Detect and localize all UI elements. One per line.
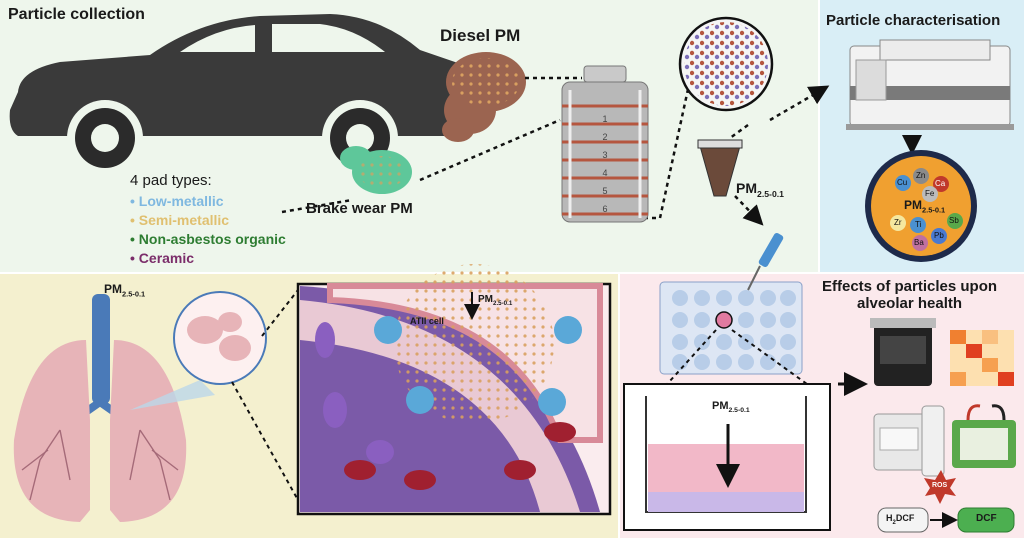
insert-pm-label: PM2.5-0.1	[712, 400, 750, 415]
analyzer-instrument-icon	[846, 39, 1014, 130]
plate-reader-icon	[873, 405, 945, 477]
element-composition-icon	[865, 150, 977, 262]
dcf-node	[957, 507, 1015, 533]
pipette-icon	[747, 233, 784, 291]
impactor-stage-numbers: 1 2 3 4 5 6	[602, 114, 608, 214]
atii-cell-label: ATII cell	[410, 316, 444, 326]
pad-type-list: • Low-metallic • Semi-metallic • Non-asb…	[130, 192, 286, 268]
pad-type-low-metallic: • Low-metallic	[130, 193, 224, 209]
dcf-label: DCF	[976, 513, 997, 524]
h2dcf-label: H2DCF	[886, 513, 915, 526]
lung-pm-label: PM2.5-0.1	[104, 282, 146, 299]
collection-title: Particle collection	[8, 6, 145, 23]
characterisation-title: Particle characterisation	[826, 12, 1001, 29]
particle-magnifier-icon	[678, 16, 774, 112]
alveoli-magnifier-icon	[130, 291, 267, 410]
alveolus-section-icon	[296, 264, 612, 516]
effects-title: Effects of particles upon alveolar healt…	[822, 278, 998, 312]
tube-pm-label: PM2.5-0.1	[736, 180, 784, 199]
brake-label: Brake wear PM	[306, 200, 413, 217]
well-plate-icon	[659, 281, 803, 375]
car-icon	[9, 14, 471, 176]
pad-type-ceramic: • Ceramic	[130, 250, 195, 266]
pad-type-semi-metallic: • Semi-metallic	[130, 212, 230, 228]
diesel-cloud-icon	[442, 52, 526, 142]
alveolus-pm-label: PM2.5-0.1	[478, 294, 513, 307]
gel-electrophoresis-icon	[952, 404, 1016, 468]
transwell-insert-icon	[623, 383, 831, 531]
cascade-impactor-icon	[561, 65, 649, 223]
heatmap-icon	[950, 330, 1014, 386]
characterisation-pm-label: PM2.5-0.1	[904, 198, 946, 215]
pad-types-heading: 4 pad types:	[130, 172, 212, 189]
lungs-icon	[13, 294, 187, 522]
pad-type-non-asbestos: • Non-asbestos organic	[130, 231, 286, 247]
diesel-label: Diesel PM	[440, 26, 521, 45]
ros-label: ROS	[932, 482, 948, 489]
h2dcf-node	[877, 507, 929, 533]
sample-tube-icon	[697, 139, 743, 197]
ros-burst-icon	[924, 470, 956, 504]
brake-cloud-icon	[340, 146, 412, 194]
sequencer-icon	[870, 318, 936, 386]
